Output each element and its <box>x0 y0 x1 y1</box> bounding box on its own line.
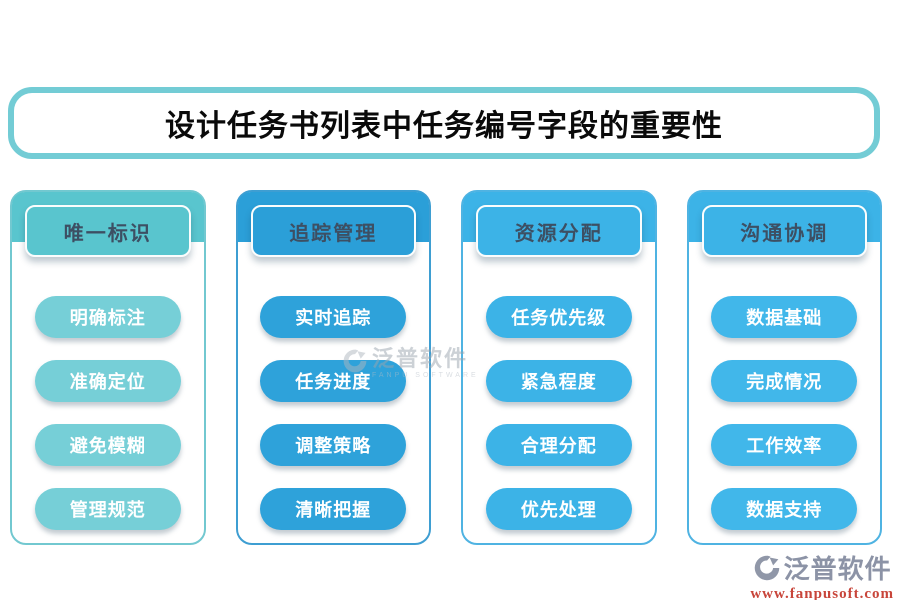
category-header: 资源分配 <box>476 205 642 257</box>
category-card: 追踪管理 实时追踪任务进度调整策略清晰把握 <box>235 190 431 545</box>
category-header: 唯一标识 <box>25 205 191 257</box>
item-pill: 调整策略 <box>260 424 407 466</box>
title-box: 设计任务书列表中任务编号字段的重要性 <box>8 87 880 159</box>
pill-list: 明确标注准确定位避免模糊管理规范 <box>12 296 204 530</box>
pill-list: 任务优先级紧急程度合理分配优先处理 <box>463 296 655 530</box>
item-pill: 优先处理 <box>485 488 632 530</box>
item-pill: 任务进度 <box>260 360 407 402</box>
item-pill: 管理规范 <box>34 488 181 530</box>
item-pill: 实时追踪 <box>260 296 407 338</box>
brand-url: www.fanpusoft.com <box>750 586 894 600</box>
brand-footer: 泛普软件 www.fanpusoft.com <box>750 549 894 600</box>
item-pill: 任务优先级 <box>485 296 632 338</box>
fanpu-logo-icon <box>754 555 779 580</box>
brand-row: 泛普软件 <box>750 549 894 586</box>
brand-name: 泛普软件 <box>783 554 892 584</box>
item-pill: 数据支持 <box>711 488 858 530</box>
item-pill: 清晰把握 <box>260 488 407 530</box>
category-card: 资源分配 任务优先级紧急程度合理分配优先处理 <box>461 190 657 545</box>
category-columns: 唯一标识 明确标注准确定位避免模糊管理规范 追踪管理 实时追踪任务进度调整策略清… <box>10 190 882 545</box>
pill-list: 数据基础完成情况工作效率数据支持 <box>689 296 881 530</box>
category-header: 追踪管理 <box>250 205 416 257</box>
item-pill: 工作效率 <box>711 424 858 466</box>
item-pill: 明确标注 <box>34 296 181 338</box>
item-pill: 完成情况 <box>711 360 858 402</box>
item-pill: 避免模糊 <box>34 424 181 466</box>
item-pill: 紧急程度 <box>485 360 632 402</box>
item-pill: 合理分配 <box>485 424 632 466</box>
category-card: 沟通协调 数据基础完成情况工作效率数据支持 <box>686 190 882 545</box>
category-card: 唯一标识 明确标注准确定位避免模糊管理规范 <box>10 190 206 545</box>
pill-list: 实时追踪任务进度调整策略清晰把握 <box>238 296 430 530</box>
category-header: 沟通协调 <box>701 205 867 257</box>
page-title: 设计任务书列表中任务编号字段的重要性 <box>165 110 723 143</box>
item-pill: 数据基础 <box>711 296 858 338</box>
item-pill: 准确定位 <box>34 360 181 402</box>
